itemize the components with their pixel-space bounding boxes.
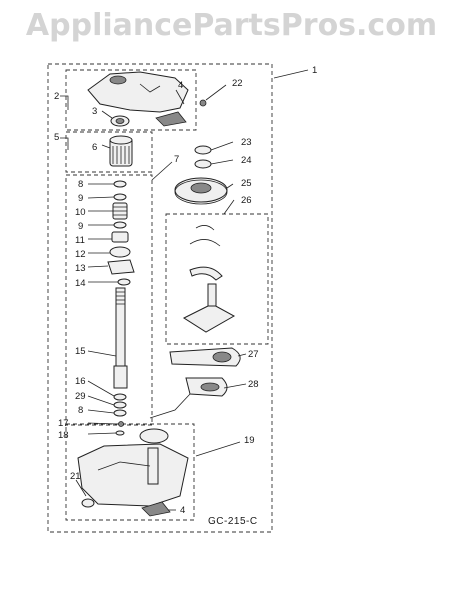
leader-22 <box>205 84 227 101</box>
lever-27-hole <box>212 351 232 363</box>
shaft-gear-end <box>113 365 128 389</box>
cam-13 <box>107 259 135 275</box>
drive-gear-hub <box>190 182 212 194</box>
callout-27: 27 <box>248 349 259 360</box>
callout-25: 25 <box>241 178 252 189</box>
lever-28-hole <box>200 382 220 392</box>
callout-21: 21 <box>70 471 81 482</box>
pin-14 <box>117 278 131 286</box>
leader-1 <box>273 69 309 79</box>
pinion-teeth <box>112 146 130 164</box>
callout-8-bottom: 8 <box>78 405 83 416</box>
leader-28 <box>223 383 247 389</box>
leaders-left-stack <box>87 183 119 435</box>
pinion-top <box>109 135 133 145</box>
callout-8-top: 8 <box>78 179 83 190</box>
screw-22 <box>199 99 207 107</box>
leader-7 <box>151 161 173 181</box>
callout-3: 3 <box>92 106 97 117</box>
bushing-11 <box>111 231 129 243</box>
callout-18: 18 <box>58 430 69 441</box>
case-rib <box>97 461 151 471</box>
clip-top <box>155 111 187 127</box>
leader-6 <box>101 144 111 149</box>
leader-21 <box>75 479 87 497</box>
callout-5: 5 <box>54 132 59 143</box>
callout-16: 16 <box>75 376 86 387</box>
callout-11: 11 <box>75 235 85 246</box>
washer-24 <box>194 159 212 169</box>
leader-5 <box>60 137 69 150</box>
washer-9-bottom <box>113 221 127 229</box>
diagram-code: GC-215-C <box>208 516 258 527</box>
callout-24: 24 <box>241 155 252 166</box>
leader-19 <box>195 441 241 457</box>
callout-12: 12 <box>75 249 86 260</box>
callout-9-top: 9 <box>78 193 83 204</box>
gearcase-body <box>77 443 189 507</box>
leader-27 <box>237 353 247 357</box>
callout-6: 6 <box>92 142 97 153</box>
callout-15: 15 <box>75 346 86 357</box>
shaft-group-outline <box>65 174 153 426</box>
callout-13: 13 <box>75 263 86 274</box>
callout-14: 14 <box>75 278 86 289</box>
spring-clip <box>189 239 221 247</box>
callout-17: 17 <box>58 418 69 429</box>
cover-rib <box>139 83 161 93</box>
shifter-group-outline <box>165 213 269 345</box>
callout-26: 26 <box>241 195 252 206</box>
shaft-spline <box>116 291 125 305</box>
cover-boss <box>109 75 127 85</box>
linkage-rod <box>149 393 191 419</box>
leaders-right-top <box>210 141 234 189</box>
callout-4-top: 4 <box>178 80 183 91</box>
gearcase-cover <box>87 71 189 113</box>
callout-2: 2 <box>54 91 59 102</box>
bolt-21 <box>81 498 95 508</box>
callout-10: 10 <box>75 207 86 218</box>
callout-9-bottom: 9 <box>78 221 83 232</box>
spring-coils <box>113 206 127 216</box>
seal-center <box>115 118 125 124</box>
retainer-clip <box>195 225 215 231</box>
watermark: AppliancePartsPros.com <box>25 8 438 43</box>
shifter-plate <box>182 303 236 333</box>
washer-16 <box>113 393 127 401</box>
callout-23: 23 <box>241 137 252 148</box>
callout-4-bottom: 4 <box>180 505 185 516</box>
callout-7: 7 <box>174 154 179 165</box>
washer-8-bottom <box>113 409 127 417</box>
clip-bottom <box>141 501 171 517</box>
leader-26 <box>223 199 235 215</box>
pinion-group-outline <box>65 131 153 173</box>
callout-1: 1 <box>312 65 317 76</box>
callout-22: 22 <box>232 78 243 89</box>
shift-fork <box>189 266 223 281</box>
callout-19: 19 <box>244 435 255 446</box>
leader-2 <box>60 95 69 110</box>
leader-4-top <box>175 89 185 105</box>
assembly-outline <box>47 63 273 533</box>
drive-gear-teeth <box>174 179 228 205</box>
pin-17 <box>118 421 124 427</box>
cover-group-outline <box>65 69 197 131</box>
collar-12 <box>109 246 131 258</box>
washer-29 <box>113 401 127 409</box>
callout-28: 28 <box>248 379 259 390</box>
ball-18 <box>115 430 125 436</box>
shifter-post <box>207 283 217 307</box>
callout-29: 29 <box>75 391 86 402</box>
washer-9-top <box>113 193 127 201</box>
leader-3 <box>101 110 113 119</box>
washer-8-top <box>113 180 127 188</box>
drive-pinion-case <box>139 428 169 444</box>
ring-23 <box>194 145 212 155</box>
case-group-outline <box>65 423 195 521</box>
